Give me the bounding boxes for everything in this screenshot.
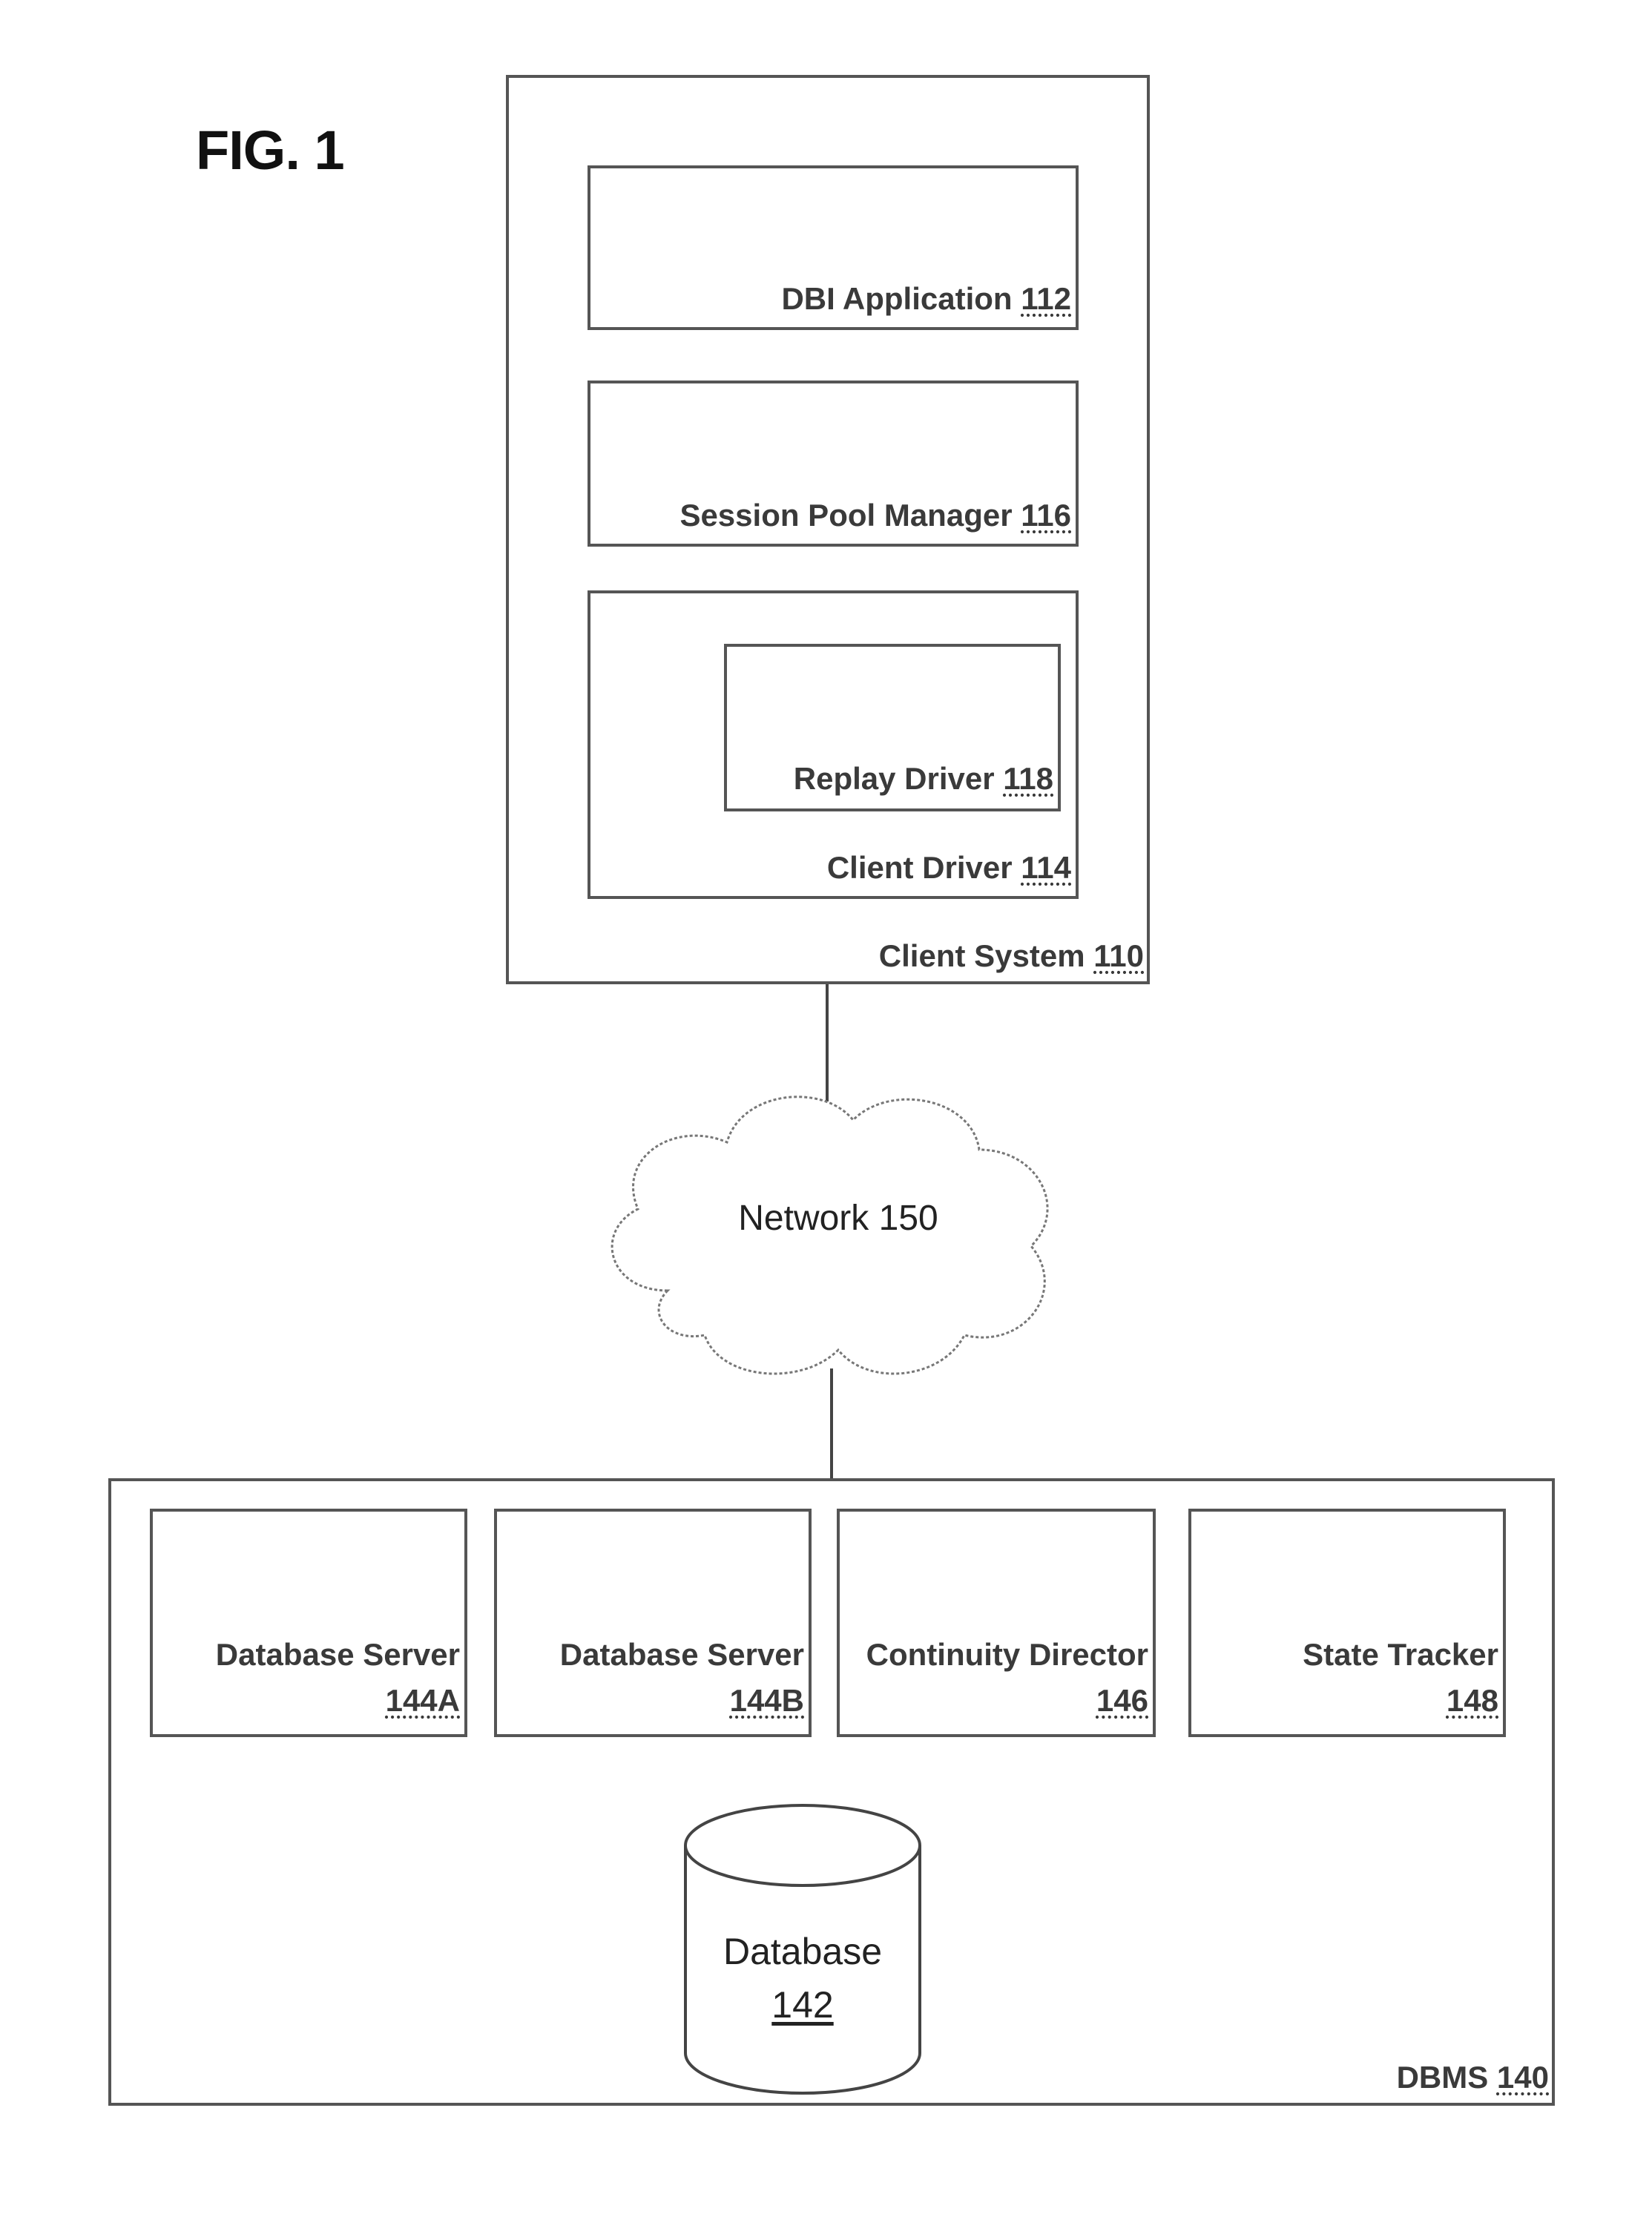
continuity-director-ref: 146	[866, 1678, 1148, 1724]
database-server-a-label: Database Server 144A	[216, 1632, 460, 1724]
replay-driver-ref: 118	[1003, 761, 1053, 796]
database-label: Database 142	[682, 1925, 923, 2032]
database-server-b-label: Database Server 144B	[560, 1632, 804, 1724]
continuity-director-label: Continuity Director 146	[866, 1632, 1148, 1724]
client-driver-name: Client Driver	[827, 850, 1013, 885]
database-server-a-name: Database Server	[216, 1632, 460, 1678]
dbi-application-label: DBI Application 112	[781, 281, 1071, 317]
network-label: Network 150	[690, 1198, 987, 1239]
dbms-label: DBMS 140	[1397, 2060, 1549, 2095]
figure-title: FIG. 1	[196, 119, 344, 182]
session-pool-manager-label: Session Pool Manager 116	[679, 498, 1071, 533]
state-tracker-box: State Tracker 148	[1188, 1509, 1506, 1737]
replay-driver-box: Replay Driver 118	[724, 644, 1061, 811]
database-server-b-name: Database Server	[560, 1632, 804, 1678]
client-system-label: Client System 110	[879, 938, 1144, 974]
client-system-name: Client System	[879, 938, 1085, 973]
database-server-a-box: Database Server 144A	[150, 1509, 467, 1737]
dbi-application-name: DBI Application	[781, 281, 1012, 316]
database-server-b-box: Database Server 144B	[494, 1509, 812, 1737]
client-driver-ref: 114	[1021, 850, 1071, 885]
dbms-name: DBMS	[1397, 2060, 1489, 2095]
database-server-a-ref: 144A	[216, 1678, 460, 1724]
state-tracker-ref: 148	[1303, 1678, 1498, 1724]
session-pool-manager-ref: 116	[1021, 498, 1071, 533]
dbi-application-ref: 112	[1021, 281, 1071, 316]
database-ref: 142	[682, 1978, 923, 2032]
continuity-director-name: Continuity Director	[866, 1632, 1148, 1678]
network-name: Network	[738, 1199, 869, 1238]
session-pool-manager-box: Session Pool Manager 116	[588, 381, 1079, 547]
dbi-application-box: DBI Application 112	[588, 165, 1079, 330]
replay-driver-label: Replay Driver 118	[794, 761, 1053, 797]
session-pool-manager-name: Session Pool Manager	[679, 498, 1012, 533]
network-dbms-connector	[830, 1368, 833, 1478]
client-driver-label: Client Driver 114	[827, 850, 1071, 886]
dbms-ref: 140	[1497, 2060, 1549, 2095]
database-server-b-ref: 144B	[560, 1678, 804, 1724]
client-system-ref: 110	[1093, 938, 1144, 973]
network-ref: 150	[879, 1199, 938, 1238]
state-tracker-label: State Tracker 148	[1303, 1632, 1498, 1724]
state-tracker-name: State Tracker	[1303, 1632, 1498, 1678]
database-name: Database	[682, 1925, 923, 1978]
continuity-director-box: Continuity Director 146	[837, 1509, 1156, 1737]
replay-driver-name: Replay Driver	[794, 761, 995, 796]
